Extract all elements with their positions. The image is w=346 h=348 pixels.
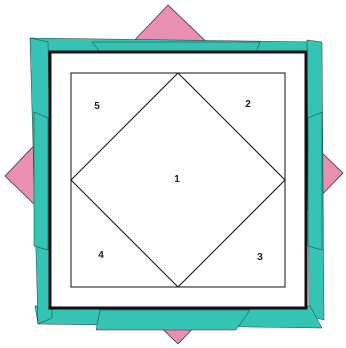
region-label-5: 5 <box>94 101 100 112</box>
teal-bottom-flap <box>96 310 250 330</box>
region-label-3: 3 <box>257 252 263 263</box>
region-label-1: 1 <box>174 174 180 185</box>
teal-right-flap <box>308 112 322 250</box>
region-label-2: 2 <box>245 99 251 110</box>
region-label-4: 4 <box>98 250 104 261</box>
teal-left-flap <box>34 112 48 250</box>
